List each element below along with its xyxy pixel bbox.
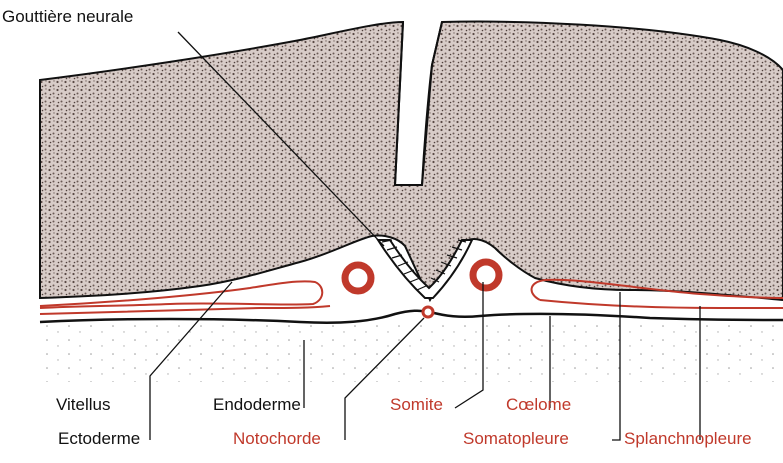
somite-right [473, 262, 499, 288]
label-coelome: Cœlome [506, 396, 571, 413]
splanchnopleure-right [540, 300, 783, 308]
label-somite: Somite [390, 396, 443, 413]
label-gouttiere-neurale: Gouttière neurale [2, 8, 133, 25]
label-ectoderme: Ectoderme [58, 430, 140, 447]
somite-left [345, 265, 371, 291]
endoderm-line [40, 311, 783, 323]
notochord [423, 307, 433, 317]
label-notochorde: Notochorde [233, 430, 321, 447]
label-endoderme: Endoderme [213, 396, 301, 413]
ectoderm-tissue [40, 22, 783, 300]
label-somatopleure: Somatopleure [463, 430, 569, 447]
label-vitellus: Vitellus [56, 396, 111, 413]
label-splanchnopleure: Splanchnopleure [624, 430, 752, 447]
